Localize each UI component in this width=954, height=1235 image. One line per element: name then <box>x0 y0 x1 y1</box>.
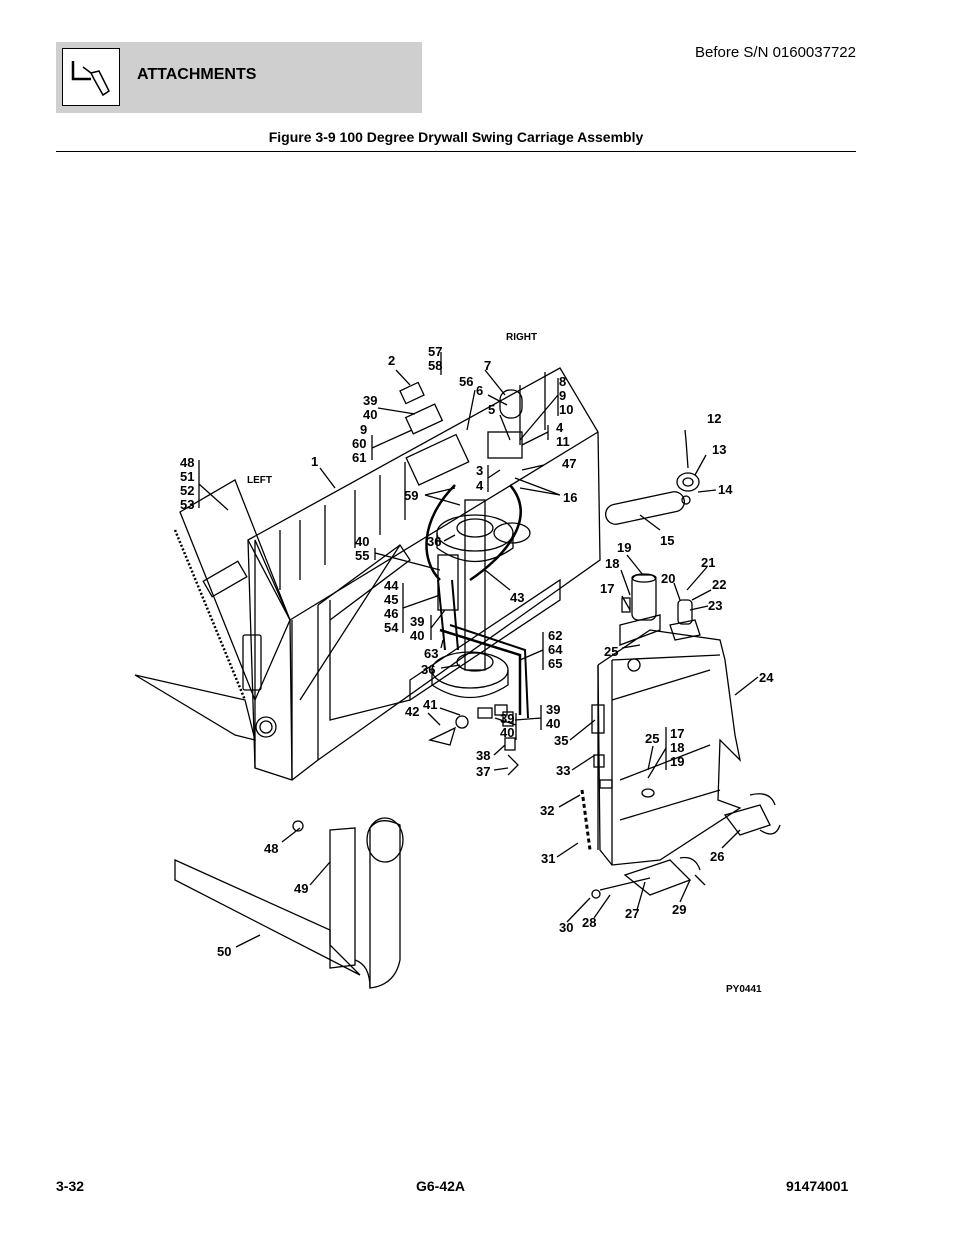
callout-c13: 13 <box>712 442 726 457</box>
figure-code: PY0441 <box>726 984 762 995</box>
callout-c43: 43 <box>510 590 524 605</box>
callout-c40d: 40 <box>500 725 514 740</box>
page-number: 3-32 <box>56 1178 85 1194</box>
callout-c39d: 39 <box>546 702 560 717</box>
callout-c30: 30 <box>559 920 573 935</box>
callout-c38: 38 <box>476 748 490 763</box>
callout-c9a: 9 <box>559 388 566 403</box>
callout-c4a: 4 <box>556 420 564 435</box>
callout-c17b: 17 <box>670 726 684 741</box>
section-title: ATTACHMENTS <box>137 66 257 83</box>
model-number: G6-42A <box>416 1178 466 1194</box>
callout-c39b: 39 <box>410 614 424 629</box>
callout-c4b: 4 <box>476 478 484 493</box>
diagram-linework <box>134 352 781 989</box>
right-side-label: RIGHT <box>506 332 537 343</box>
callout-c49: 49 <box>294 881 308 896</box>
callout-c40e: 40 <box>546 716 560 731</box>
callout-c39c: 39 <box>500 711 514 726</box>
callout-c48b: 48 <box>264 841 278 856</box>
callout-c52: 52 <box>180 483 194 498</box>
callout-c5: 5 <box>488 402 495 417</box>
callout-c7: 7 <box>484 358 491 373</box>
callout-c54: 54 <box>384 620 399 635</box>
callout-c35: 35 <box>554 733 568 748</box>
callout-c53: 53 <box>180 497 194 512</box>
serial-number-note: Before S/N 0160037722 <box>695 44 856 61</box>
callout-c55: 55 <box>355 548 369 563</box>
callout-c31: 31 <box>541 851 555 866</box>
callout-c36b: 36 <box>421 662 435 677</box>
callout-c46: 46 <box>384 606 398 621</box>
header-divider <box>56 151 856 152</box>
callout-c29: 29 <box>672 902 686 917</box>
callout-c8: 8 <box>559 374 566 389</box>
callout-c19b: 19 <box>670 754 684 769</box>
callout-c20: 20 <box>661 571 675 586</box>
callout-c15: 15 <box>660 533 674 548</box>
callout-c58: 58 <box>428 358 442 373</box>
callout-c25a: 25 <box>604 644 618 659</box>
callout-c64: 64 <box>548 642 563 657</box>
callout-c21: 21 <box>701 555 715 570</box>
callout-c27: 27 <box>625 906 639 921</box>
callout-c47: 47 <box>562 456 576 471</box>
callout-c23: 23 <box>708 598 722 613</box>
callout-c48a: 48 <box>180 455 194 470</box>
callout-c6: 6 <box>476 383 483 398</box>
callout-c63: 63 <box>424 646 438 661</box>
callout-c40a: 40 <box>363 407 377 422</box>
callout-c19a: 19 <box>617 540 631 555</box>
callout-c57: 57 <box>428 344 442 359</box>
callout-c62: 62 <box>548 628 562 643</box>
callout-c28: 28 <box>582 915 596 930</box>
callout-c61: 61 <box>352 450 366 465</box>
left-side-label: LEFT <box>247 475 272 486</box>
callout-c39a: 39 <box>363 393 377 408</box>
figure-title: Figure 3-9 100 Degree Drywall Swing Carr… <box>268 129 644 145</box>
callout-c11: 11 <box>556 434 570 449</box>
forklift-attachment-icon <box>62 48 120 106</box>
callout-c59: 59 <box>404 488 418 503</box>
callout-c1: 1 <box>311 454 318 469</box>
callout-c10: 10 <box>559 402 573 417</box>
callout-c26: 26 <box>710 849 724 864</box>
callout-c18b: 18 <box>670 740 684 755</box>
callout-c22: 22 <box>712 577 726 592</box>
callout-c33: 33 <box>556 763 570 778</box>
callout-c17a: 17 <box>600 581 614 596</box>
callout-c42: 42 <box>405 704 419 719</box>
callout-c45: 45 <box>384 592 398 607</box>
callout-c44: 44 <box>384 578 399 593</box>
callout-c36a: 36 <box>427 534 441 549</box>
callout-c56: 56 <box>459 374 473 389</box>
callout-c40c: 40 <box>410 628 424 643</box>
callout-c25b: 25 <box>645 731 659 746</box>
callout-c32: 32 <box>540 803 554 818</box>
callout-c9b: 9 <box>360 422 367 437</box>
callout-c2: 2 <box>388 353 395 368</box>
callout-c14: 14 <box>718 482 733 497</box>
callout-c60: 60 <box>352 436 366 451</box>
callout-c40b: 40 <box>355 534 369 549</box>
callout-c50: 50 <box>217 944 231 959</box>
callout-c12: 12 <box>707 411 721 426</box>
callout-c3: 3 <box>476 463 483 478</box>
manual-number: 91474001 <box>786 1178 849 1194</box>
callout-c41: 41 <box>423 697 437 712</box>
callout-c37: 37 <box>476 764 490 779</box>
callout-c24: 24 <box>759 670 774 685</box>
callout-c16: 16 <box>563 490 577 505</box>
callout-c65: 65 <box>548 656 562 671</box>
callout-c51: 51 <box>180 469 194 484</box>
callout-c18a: 18 <box>605 556 619 571</box>
